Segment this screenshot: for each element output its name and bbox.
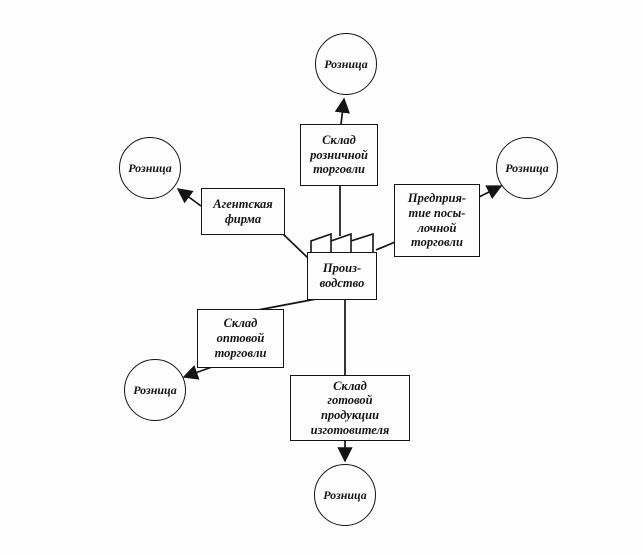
node-agency-firm-label: Агентская фирма: [213, 196, 273, 226]
node-wholesale-warehouse-label: Склад оптовой торговли: [214, 316, 267, 360]
node-retail-bottom-label: Розница: [323, 487, 367, 502]
node-mail-order-enterprise: Предприя- тие посы- лочной торговли: [394, 184, 480, 257]
arrow-agency-firm-to-retail-left-upper: [176, 188, 202, 207]
arrow-wholesale-warehouse-to-retail-left-lower: [182, 365, 213, 380]
node-wholesale-warehouse: Склад оптовой торговли: [197, 309, 284, 368]
node-production-label: Произ- водство: [319, 261, 365, 290]
arrow-mail-order-to-retail-right: [478, 185, 503, 200]
node-retail-bottom: Розница: [314, 464, 376, 526]
node-retail-right: Розница: [496, 137, 558, 199]
node-retail-left-upper-label: Розница: [128, 160, 172, 175]
node-retail-warehouse: Склад розничной торговли: [300, 124, 378, 186]
node-production: Произ- водство: [307, 252, 377, 300]
node-retail-top-label: Розница: [324, 56, 368, 71]
node-mail-order-enterprise-label: Предприя- тие посы- лочной торговли: [407, 191, 467, 250]
factory-icon: [310, 232, 374, 254]
connector-center-to-mail-order: [375, 241, 396, 251]
node-retail-left-upper: Розница: [119, 137, 181, 199]
node-manufacturer-warehouse: Склад готовой продукции изготовителя: [290, 375, 410, 441]
node-retail-left-lower-label: Розница: [133, 382, 177, 397]
node-agency-firm: Агентская фирма: [201, 188, 285, 235]
node-retail-right-label: Розница: [505, 160, 549, 175]
connector-center-to-wholesale-warehouse: [257, 298, 317, 311]
arrow-retail-warehouse-to-retail-top: [334, 97, 350, 125]
connector-center-to-agency-firm: [282, 233, 309, 259]
node-manufacturer-warehouse-label: Склад готовой продукции изготовителя: [310, 378, 390, 437]
node-retail-left-lower: Розница: [124, 359, 186, 421]
node-retail-warehouse-label: Склад розничной торговли: [310, 132, 368, 177]
node-retail-top: Розница: [315, 33, 377, 95]
